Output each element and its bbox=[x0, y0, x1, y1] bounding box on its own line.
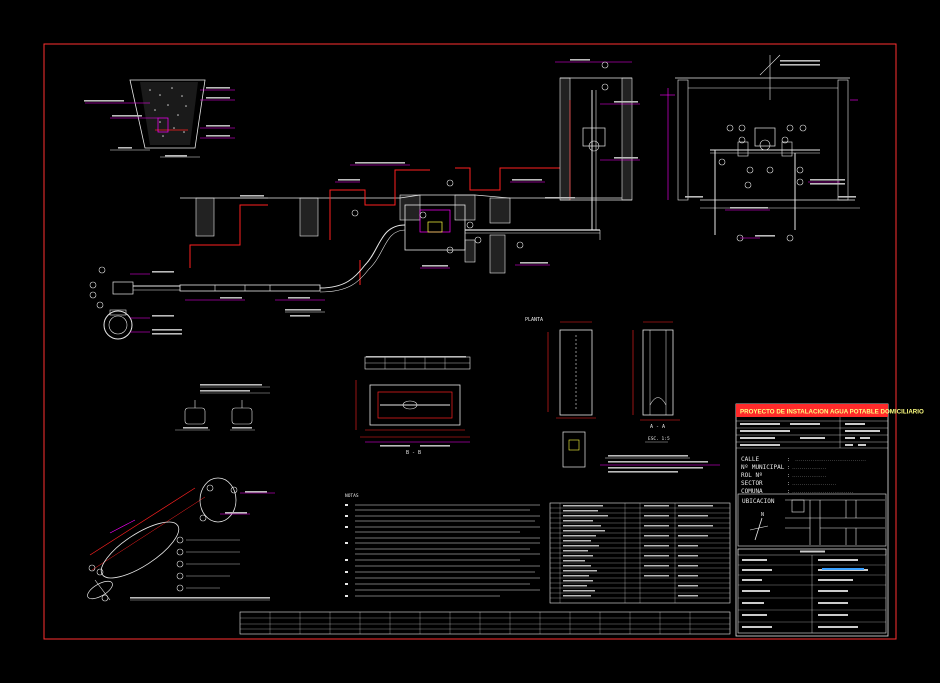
field-label-calle: CALLE bbox=[741, 456, 759, 463]
planta-detail: PLANTA bbox=[525, 317, 720, 468]
north-label: N bbox=[761, 512, 764, 518]
field-label-municipal: Nº MUNICIPAL bbox=[741, 464, 785, 471]
annotation-labels bbox=[84, 59, 856, 599]
project-title: PROYECTO DE INSTALACION AGUA POTABLE DOM… bbox=[740, 409, 924, 416]
cut-bb-label: B - B bbox=[406, 450, 421, 456]
field-label-sector: SECTOR bbox=[741, 480, 763, 487]
site-plan-map bbox=[785, 499, 885, 545]
cut-aa-detail: A - A ESC. 1:5 bbox=[632, 321, 680, 443]
niche-section-right bbox=[660, 54, 860, 242]
notes-block: NOTAS bbox=[345, 493, 540, 597]
title-block: PROYECTO DE INSTALACION AGUA POTABLE DOM… bbox=[735, 403, 924, 637]
niche-section-left bbox=[555, 61, 640, 240]
materials-table bbox=[549, 502, 731, 604]
cut-aa-label: A - A bbox=[650, 424, 665, 430]
field-label-comuna: COMUNA bbox=[741, 488, 763, 495]
field-value-comuna: ................................ bbox=[792, 490, 853, 494]
field-colon-sector: : bbox=[787, 481, 790, 487]
field-value-calle: ..................................... bbox=[795, 458, 866, 462]
field-colon-calle: : bbox=[787, 457, 790, 463]
scale-label: ESC. 1:5 bbox=[648, 436, 670, 442]
isometric-detail bbox=[87, 477, 275, 602]
north-arrow-icon bbox=[749, 517, 769, 541]
valve-symbols bbox=[175, 386, 270, 431]
longitudinal-section bbox=[179, 164, 632, 313]
field-colon-rol: : bbox=[787, 473, 790, 479]
field-label-rol: ROL Nº bbox=[741, 472, 763, 479]
field-value-sector: ....................... bbox=[792, 482, 836, 486]
cut-bb-plan: B - B bbox=[355, 356, 471, 456]
planta-label: PLANTA bbox=[525, 317, 543, 323]
field-colon-municipal: : bbox=[787, 465, 790, 471]
location-label: UBICACION bbox=[742, 498, 775, 505]
field-value-municipal: .................. bbox=[792, 466, 827, 470]
field-colon-comuna: : bbox=[787, 489, 790, 495]
bottom-table bbox=[239, 611, 731, 635]
valve-detail bbox=[89, 266, 180, 340]
field-value-rol: .................. bbox=[792, 474, 827, 478]
sheet-border bbox=[43, 43, 897, 640]
notes-heading: NOTAS bbox=[345, 493, 359, 499]
trench-detail bbox=[85, 79, 235, 158]
